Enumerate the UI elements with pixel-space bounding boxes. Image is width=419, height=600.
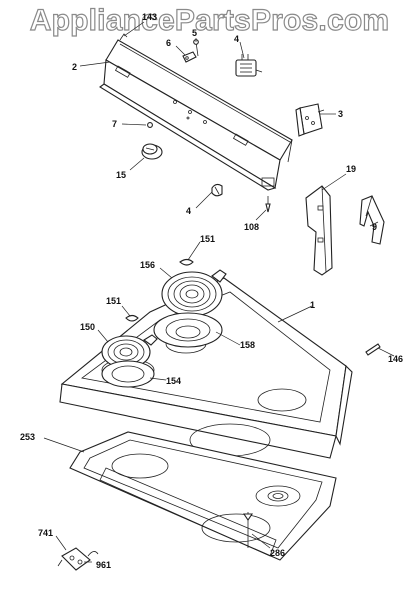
callout-9: 9 bbox=[372, 222, 377, 232]
control-panel-part-2[interactable] bbox=[99, 39, 293, 191]
switch-part-3[interactable] bbox=[295, 103, 325, 137]
callout-3: 3 bbox=[338, 109, 343, 119]
callout-4-lower: 4 bbox=[186, 206, 191, 216]
callout-741: 741 bbox=[38, 528, 53, 538]
callout-19: 19 bbox=[346, 164, 356, 174]
clip-part-143[interactable] bbox=[119, 33, 128, 41]
callout-143: 143 bbox=[142, 12, 157, 22]
drip-pan-part-158[interactable] bbox=[153, 312, 223, 348]
screw-part-108[interactable] bbox=[265, 196, 271, 213]
callout-154: 154 bbox=[166, 376, 181, 386]
callout-961: 961 bbox=[96, 560, 111, 570]
callout-158: 158 bbox=[240, 340, 255, 350]
callout-151-left: 151 bbox=[106, 296, 121, 306]
screw-part-146[interactable] bbox=[365, 343, 381, 356]
callout-286: 286 bbox=[270, 548, 285, 558]
knob-part-4-lower[interactable] bbox=[211, 183, 223, 197]
knob-part-15[interactable] bbox=[141, 143, 163, 160]
callout-2: 2 bbox=[72, 62, 77, 72]
screw-part-7[interactable] bbox=[147, 122, 153, 128]
callout-7: 7 bbox=[112, 119, 117, 129]
side-bracket-part-19[interactable] bbox=[305, 185, 333, 276]
callout-151-top: 151 bbox=[200, 234, 215, 244]
burner-box-part-253[interactable] bbox=[69, 431, 337, 561]
large-burner-part-156[interactable] bbox=[161, 269, 227, 317]
drip-pan-part-154[interactable] bbox=[101, 360, 155, 388]
clip-part-151-left[interactable] bbox=[125, 314, 139, 322]
bracket-part-9[interactable] bbox=[359, 195, 385, 245]
callout-1: 1 bbox=[310, 300, 315, 310]
callout-6: 6 bbox=[166, 38, 171, 48]
watermark-text: AppliancePartsPros.com bbox=[29, 3, 390, 37]
switch-part-4-top[interactable] bbox=[235, 54, 263, 77]
clip-part-151-top[interactable] bbox=[179, 258, 194, 266]
callout-108: 108 bbox=[244, 222, 259, 232]
callout-15: 15 bbox=[116, 170, 126, 180]
terminal-block-part-741[interactable] bbox=[57, 547, 99, 571]
callout-146: 146 bbox=[388, 354, 403, 364]
callout-156: 156 bbox=[140, 260, 155, 270]
cooktop-part-1[interactable] bbox=[59, 277, 353, 459]
callout-4-top: 4 bbox=[234, 34, 239, 44]
callout-253: 253 bbox=[20, 432, 35, 442]
bracket-part-6[interactable] bbox=[182, 51, 197, 63]
callout-150: 150 bbox=[80, 322, 95, 332]
callout-5: 5 bbox=[192, 28, 197, 38]
post-part-286[interactable] bbox=[242, 512, 254, 548]
